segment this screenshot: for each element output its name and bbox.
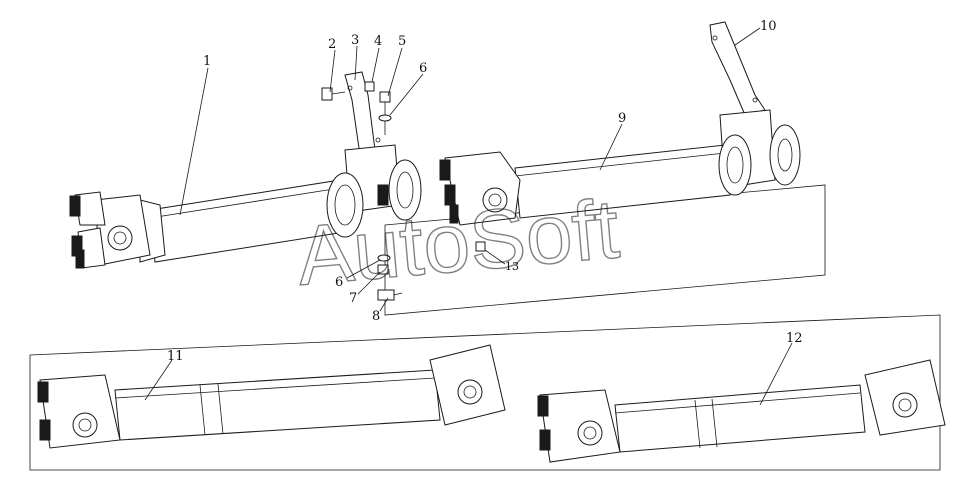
bolt-5 (379, 91, 391, 135)
washer-6-bottom (377, 254, 391, 262)
nut-4 (364, 81, 375, 92)
center-bearing-support (326, 71, 422, 238)
callout-13: 13 (505, 260, 519, 273)
leader-lines (144, 27, 793, 406)
callout-5: 5 (398, 34, 406, 49)
bolt-8 (377, 289, 403, 301)
callout-12: 12 (786, 331, 803, 346)
callout-6-top: 6 (419, 61, 427, 76)
callout-9: 9 (618, 111, 626, 126)
bolt-13 (475, 241, 486, 252)
callout-3: 3 (351, 33, 359, 48)
callout-4: 4 (374, 34, 382, 49)
callout-1: 1 (203, 54, 211, 69)
rear-bearing-support (709, 21, 801, 196)
callout-11: 11 (167, 349, 184, 364)
bolt-2 (321, 87, 346, 101)
callout-2: 2 (328, 37, 336, 52)
callout-8: 8 (372, 309, 380, 324)
nut-7 (377, 264, 389, 275)
panel-bottom-shafts (29, 314, 941, 471)
shaft-1 (69, 179, 346, 269)
shaft-12 (537, 359, 946, 463)
washer-6-top (378, 114, 392, 122)
callout-10: 10 (760, 19, 777, 34)
callout-7: 7 (349, 291, 357, 306)
shaft-11 (37, 344, 506, 449)
shaft-9 (439, 144, 731, 226)
callout-6-bottom: 6 (335, 275, 343, 290)
